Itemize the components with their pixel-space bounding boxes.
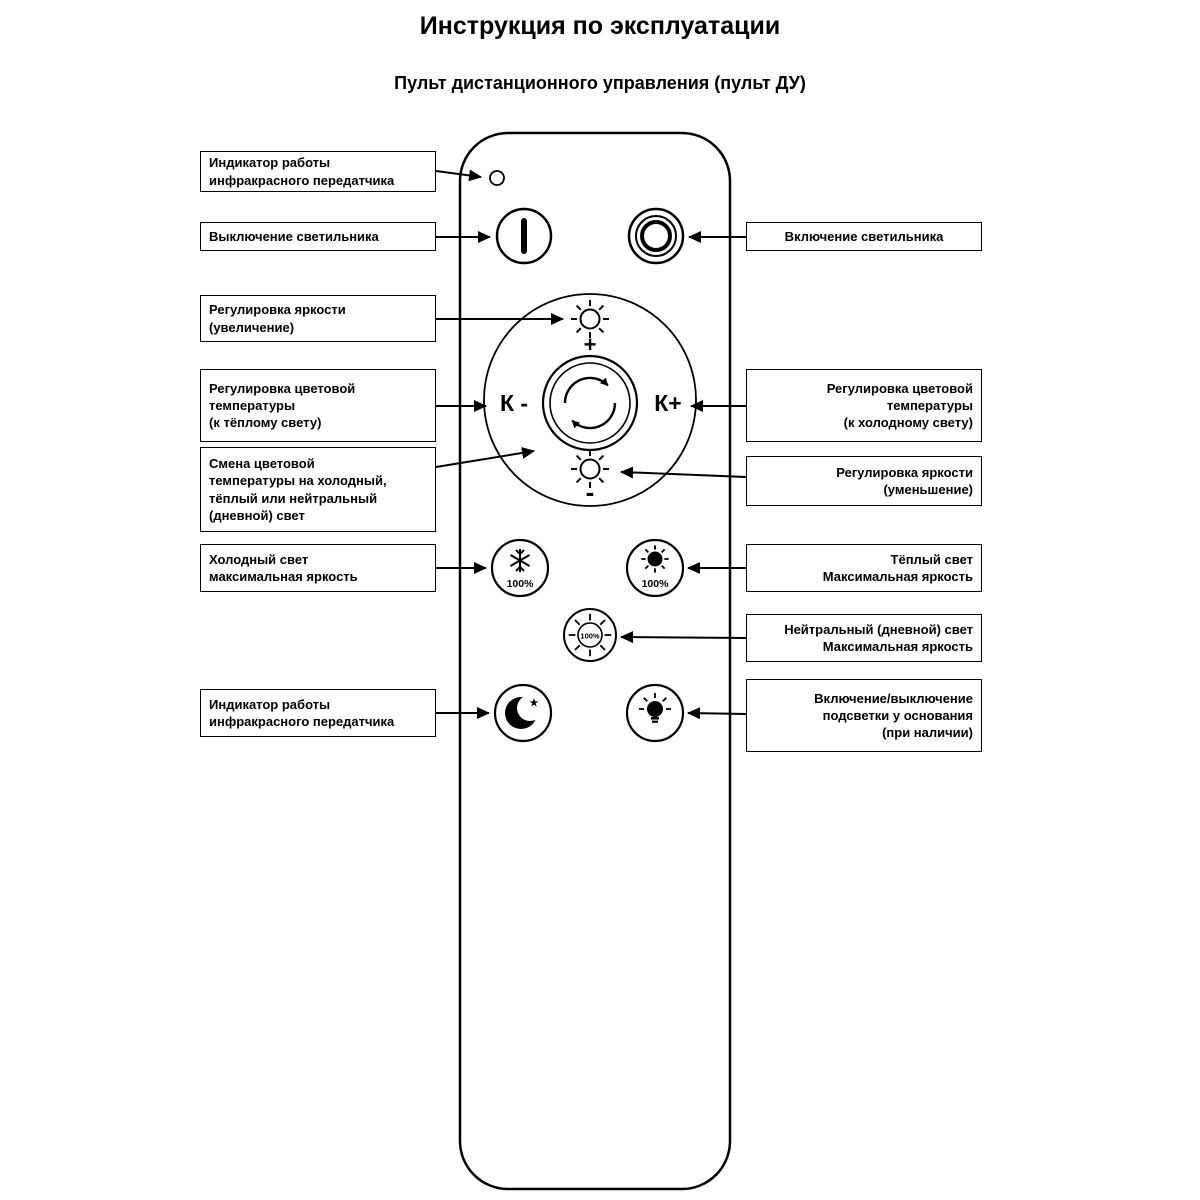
callout-neutral-max: Нейтральный (дневной) свет Максимальная … bbox=[746, 614, 982, 662]
night-mode-button: ★ bbox=[493, 683, 553, 743]
callout-cold-temp: Регулировка цветовой температуры (к холо… bbox=[746, 369, 982, 442]
sun-up-icon bbox=[579, 308, 601, 330]
callout-power-off: Выключение светильника bbox=[200, 222, 436, 251]
arrow-neutral-max bbox=[620, 631, 747, 644]
callout-color-cycle: Смена цветовой температуры на холодный, … bbox=[200, 447, 436, 532]
minus-label: - bbox=[586, 477, 595, 507]
power-off-button bbox=[495, 207, 553, 265]
moon-icon: ★ bbox=[505, 695, 543, 729]
neutral-max-button: 100% bbox=[563, 608, 617, 662]
page-title: Инструкция по эксплуатации bbox=[419, 12, 781, 40]
backlight-button bbox=[625, 683, 685, 743]
callout-power-on: Включение светильника bbox=[746, 222, 982, 251]
plus-label: + bbox=[584, 332, 597, 357]
arrow-brightness-down bbox=[620, 466, 747, 479]
sun-down-icon bbox=[579, 458, 601, 480]
callout-ir-indicator-bottom: Индикатор работы инфракрасного передатчи… bbox=[200, 689, 436, 737]
brightness-down-button bbox=[570, 449, 610, 489]
callout-cold-max: Холодный свет максимальная яркость bbox=[200, 544, 436, 592]
arrow-color-cycle bbox=[435, 447, 535, 468]
callout-warm-max: Тёплый свет Максимальная яркость bbox=[746, 544, 982, 592]
sun-outline-icon bbox=[567, 612, 613, 658]
cold-pct-label: 100% bbox=[507, 578, 535, 590]
arrow-ir-indicator bbox=[435, 169, 482, 182]
callout-backlight: Включение/выключение подсветки у основан… bbox=[746, 679, 982, 752]
callout-arrows bbox=[435, 169, 747, 720]
power-on-button bbox=[627, 207, 685, 265]
ir-indicator-light bbox=[489, 170, 505, 186]
k-plus-label: К+ bbox=[654, 390, 681, 416]
star-icon: ★ bbox=[530, 698, 539, 709]
callout-brightness-down: Регулировка яркости (уменьшение) bbox=[746, 456, 982, 506]
callout-ir-indicator-top: Индикатор работы инфракрасного передатчи… bbox=[200, 151, 436, 192]
brightness-up-button bbox=[570, 299, 610, 339]
k-minus-label: К - bbox=[500, 390, 528, 416]
bulb-icon bbox=[639, 693, 671, 723]
callout-warm-temp: Регулировка цветовой температуры (к тёпл… bbox=[200, 369, 436, 442]
arrow-backlight bbox=[687, 707, 747, 720]
warm-max-button: 100% bbox=[625, 538, 685, 598]
color-cycle-button bbox=[541, 354, 639, 452]
neutral-pct-label: 100% bbox=[580, 632, 600, 641]
power-on-ring-icon bbox=[635, 215, 677, 257]
callout-brightness-up: Регулировка яркости (увеличение) bbox=[200, 295, 436, 342]
page-subtitle: Пульт дистанционного управления (пульт Д… bbox=[394, 73, 806, 93]
sun-filled-icon bbox=[640, 544, 670, 574]
cold-max-button: 100% bbox=[490, 538, 550, 598]
warm-pct-label: 100% bbox=[642, 578, 670, 590]
snowflake-icon bbox=[509, 549, 531, 572]
cycle-arrows-icon bbox=[563, 376, 617, 430]
